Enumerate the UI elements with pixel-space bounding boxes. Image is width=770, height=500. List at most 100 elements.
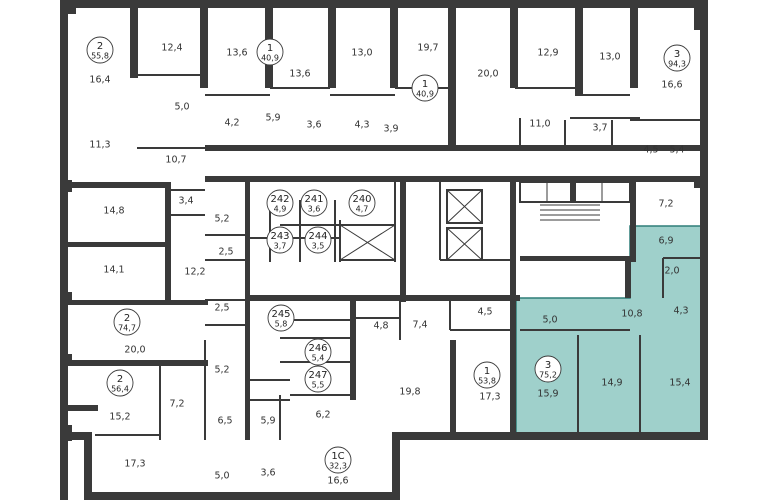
room-area-label: 6,2 — [315, 410, 330, 421]
apartment-area: 32,3 — [329, 462, 347, 471]
apartment-area: 3,6 — [308, 205, 321, 214]
apartment-area: 5,4 — [312, 354, 325, 363]
room-area-label: 6,9 — [658, 236, 673, 247]
apartment-number: 241 — [304, 194, 323, 205]
apartment-badge[interactable] — [411, 74, 439, 102]
apartment-badge[interactable] — [663, 44, 691, 72]
apartment-badge[interactable] — [304, 338, 332, 366]
room-area-label: 5,0 — [214, 471, 229, 482]
apartment-badge[interactable] — [106, 369, 134, 397]
room-area-label: 5,9 — [265, 113, 280, 124]
room-area-label: 3,6 — [260, 468, 275, 479]
room-area-label: 13,0 — [599, 52, 620, 63]
room-area-label: 19,8 — [399, 387, 420, 398]
apartment-area: 5,8 — [275, 320, 288, 329]
apartment-badge[interactable] — [324, 446, 352, 474]
apartment-area: 55,8 — [91, 52, 109, 61]
room-area-label: 11,0 — [529, 119, 550, 130]
room-area-label: 7,4 — [412, 320, 427, 331]
apartment-number: 242 — [270, 194, 289, 205]
apartment-badge[interactable] — [534, 355, 562, 383]
apartment-number: 243 — [270, 231, 289, 242]
apartment-number: 240 — [352, 194, 371, 205]
room-area-label: 5,2 — [214, 365, 229, 376]
room-area-label: 13,6 — [289, 69, 310, 80]
room-area-label: 3,7 — [592, 123, 607, 134]
apartment-number: 245 — [271, 309, 290, 320]
room-area-label: 4,3 — [673, 306, 688, 317]
apartment-number: 2 — [97, 41, 103, 52]
room-area-label: 3,4 — [178, 196, 193, 207]
apartment-number: 3 — [674, 49, 680, 60]
room-area-label: 20,0 — [477, 69, 498, 80]
room-area-label: 14,9 — [601, 378, 622, 389]
room-area-label: 17,3 — [124, 459, 145, 470]
apartment-area: 4,9 — [274, 205, 287, 214]
apartment-badge[interactable] — [267, 304, 295, 332]
structural-walls — [60, 0, 708, 500]
apartment-area: 3,7 — [274, 242, 287, 251]
apartment-area: 4,7 — [356, 205, 369, 214]
room-area-label: 2,5 — [214, 303, 229, 314]
apartment-badge[interactable] — [256, 38, 284, 66]
room-area-label: 12,2 — [184, 267, 205, 278]
room-area-label: 10,7 — [165, 155, 186, 166]
apartment-badge[interactable] — [348, 189, 376, 217]
room-area-label: 14,1 — [103, 265, 124, 276]
labels-layer: 255,8140,9140,9394,32424,92413,62404,724… — [86, 36, 691, 487]
apartment-area: 40,9 — [261, 54, 279, 63]
room-area-label: 3,6 — [306, 120, 321, 131]
apartment-number: 1 — [267, 43, 273, 54]
room-area-label: 15,4 — [669, 378, 690, 389]
room-area-label: 16,4 — [89, 75, 110, 86]
apartment-number: 3 — [545, 360, 551, 371]
apartment-number: 247 — [308, 370, 327, 381]
room-area-label: 4,8 — [373, 321, 388, 332]
room-area-label: 5,0 — [174, 102, 189, 113]
apartment-area: 40,9 — [416, 90, 434, 99]
apartment-number: 246 — [308, 343, 327, 354]
room-area-label: 16,6 — [327, 476, 348, 487]
room-area-label: 16,6 — [661, 80, 682, 91]
apartment-badge[interactable] — [300, 189, 328, 217]
room-area-label: 5,0 — [542, 315, 557, 326]
apartment-badge[interactable] — [304, 226, 332, 254]
room-area-label: 7,2 — [169, 399, 184, 410]
apartment-area: 3,5 — [312, 242, 325, 251]
room-area-label: 12,4 — [161, 43, 182, 54]
apartment-badge[interactable] — [473, 361, 501, 389]
room-area-label: 11,3 — [89, 140, 110, 151]
apartment-number: 1С — [331, 451, 344, 462]
room-area-label: 20,0 — [124, 345, 145, 356]
room-area-label: 5,9 — [260, 416, 275, 427]
room-area-label: 3,9 — [383, 124, 398, 135]
apartment-badge[interactable] — [304, 365, 332, 393]
room-area-label: 4,3 — [354, 120, 369, 131]
apartment-badge[interactable] — [86, 36, 114, 64]
apartment-area: 74,7 — [118, 324, 136, 333]
apartment-area: 75,2 — [539, 371, 557, 380]
apartment-number: 1 — [484, 366, 490, 377]
room-area-label: 12,9 — [537, 48, 558, 59]
apartment-area: 94,3 — [668, 60, 686, 69]
apartment-badge[interactable] — [266, 189, 294, 217]
room-area-label: 5,4 — [669, 145, 684, 156]
core-elevators — [339, 181, 631, 261]
room-area-label: 19,7 — [417, 43, 438, 54]
apartment-number: 2 — [117, 374, 123, 385]
room-area-label: 17,3 — [479, 392, 500, 403]
apartment-badge[interactable] — [113, 308, 141, 336]
apartment-number: 2 — [124, 313, 130, 324]
apartment-area: 5,5 — [312, 381, 325, 390]
room-area-label: 2,0 — [664, 266, 679, 277]
room-area-label: 13,6 — [226, 48, 247, 59]
room-area-label: 13,0 — [351, 48, 372, 59]
apartment-number: 244 — [308, 231, 327, 242]
room-area-label: 6,5 — [217, 416, 232, 427]
room-area-label: 2,5 — [218, 247, 233, 258]
apartment-badge[interactable] — [266, 226, 294, 254]
room-area-label: 7,2 — [658, 199, 673, 210]
room-area-label: 4,2 — [224, 118, 239, 129]
apartment-area: 56,4 — [111, 385, 129, 394]
